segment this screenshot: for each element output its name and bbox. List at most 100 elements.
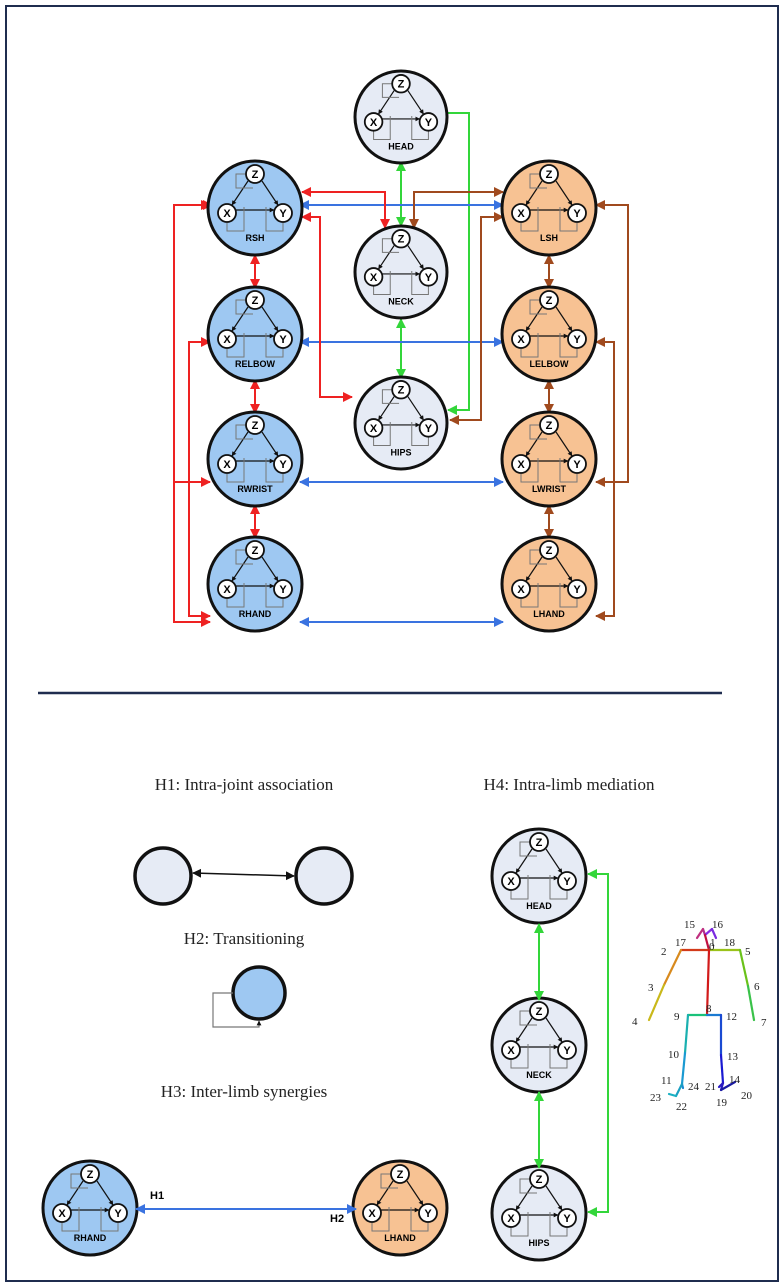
h1-title: H1: Intra-joint association — [155, 775, 334, 794]
node-head-var-y-label: Y — [425, 117, 433, 129]
edge-lsh-lwrist — [595, 200, 629, 487]
h4-node-head-var-x — [501, 871, 521, 891]
keypoint-label-20: 20 — [741, 1090, 753, 1102]
node-relbow-var-z-label: Z — [252, 295, 259, 307]
node-neck-loop-y — [411, 271, 429, 296]
bone-3-4 — [647, 983, 666, 1022]
node-head-arrow-zy — [407, 90, 425, 115]
node-rhand-loop-x — [226, 583, 245, 608]
node-neck-var-x-label: X — [370, 272, 378, 284]
edge-rsh-hips — [301, 212, 353, 402]
h4-node-neck-var-x — [501, 1040, 521, 1060]
node-lsh-arrow-zx — [525, 180, 543, 206]
node-lwrist-var-z — [539, 415, 559, 435]
node-lwrist-label: LWRIST — [532, 484, 566, 494]
node-lelbow-loop-z — [529, 299, 547, 315]
node-rsh-loop-y — [265, 207, 284, 232]
h4-node-hips-loop-z — [519, 1178, 537, 1194]
h3-node-lhand-loop-z — [380, 1173, 398, 1189]
h3-node-lhand-var-x-label: X — [368, 1208, 376, 1220]
bone-2-3 — [662, 948, 683, 987]
node-neck-loop-x — [373, 271, 391, 296]
node-hips-arrow-zy — [407, 396, 425, 421]
node-neck-arrow-zy — [407, 245, 425, 270]
node-relbow-var-y-label: Y — [279, 334, 287, 346]
node-relbow-var-y — [273, 329, 293, 349]
node-lhand-label: LHAND — [533, 609, 565, 619]
node-lelbow-loop-y — [559, 333, 578, 358]
keypoint-label-21: 21 — [705, 1081, 716, 1093]
bone-6-7 — [746, 984, 756, 1022]
node-lhand-var-z-label: Z — [546, 545, 553, 557]
node-head-label: HEAD — [388, 141, 414, 151]
node-lhand-arrow-zx — [525, 556, 543, 582]
node-lhand-var-x-label: X — [517, 584, 525, 596]
h3-node-lhand-var-z — [390, 1164, 410, 1184]
h3-node-lhand-loop-x — [371, 1207, 390, 1232]
bone-0-16 — [703, 927, 714, 937]
node-rwrist-var-z — [245, 415, 265, 435]
h2-title: H2: Transitioning — [184, 929, 305, 948]
h3-node-rhand-var-x-label: X — [58, 1208, 66, 1220]
node-lelbow-var-y-label: Y — [573, 334, 581, 346]
node-lwrist-var-x — [511, 454, 531, 474]
h2-self-loop — [212, 992, 262, 1028]
h4-node-hips-loop-y — [549, 1212, 568, 1237]
h4-node-neck-var-z-label: Z — [536, 1006, 543, 1018]
keypoint-label-16: 16 — [712, 919, 724, 931]
node-rhand-loop-y — [265, 583, 284, 608]
keypoint-label-13: 13 — [727, 1051, 739, 1063]
node-lhand-loop-z — [529, 549, 547, 565]
node-relbow-var-x — [217, 329, 237, 349]
node-lsh-var-x-label: X — [517, 208, 525, 220]
node-rhand-var-y-label: Y — [279, 584, 287, 596]
node-rwrist-var-y-label: Y — [279, 459, 287, 471]
node-neck-var-y — [418, 267, 439, 287]
keypoint-label-2: 2 — [661, 946, 667, 958]
node-neck-arrow-zx — [377, 245, 395, 270]
node-lhand-loop-y — [559, 583, 578, 608]
node-neck-var-y-label: Y — [425, 272, 433, 284]
h3-label-b: H2 — [330, 1213, 344, 1225]
h4-node-head-label: HEAD — [526, 901, 552, 911]
h3-node-rhand-var-y — [108, 1203, 128, 1223]
edge-lelbow-lhand — [595, 337, 615, 621]
node-relbow-var-x-label: X — [223, 334, 231, 346]
h3-node-rhand-var-x — [52, 1203, 72, 1223]
bone-16-18 — [710, 927, 718, 940]
h3-node-rhand-arrow-zy — [96, 1180, 114, 1206]
node-relbow-loop-y — [265, 333, 284, 358]
node-lwrist-arrow-zy — [555, 431, 573, 457]
node-rsh-label: RSH — [245, 233, 264, 243]
h3-node-lhand-var-x — [362, 1203, 382, 1223]
h3-node-lhand-var-y — [418, 1203, 438, 1223]
keypoint-label-15: 15 — [684, 919, 696, 931]
h4-edges — [534, 869, 609, 1217]
node-lelbow-arrow-zy — [555, 306, 573, 332]
h3-node-rhand-var-y-label: Y — [114, 1208, 122, 1220]
bone-5-6 — [738, 948, 750, 988]
keypoint-label-4: 4 — [632, 1016, 638, 1028]
keypoint-label-6: 6 — [754, 981, 760, 993]
h4-node-head-var-y — [557, 871, 577, 891]
bone-0-1 — [703, 933, 711, 952]
top-graph-edges — [173, 108, 629, 627]
node-head-var-z — [391, 74, 411, 94]
node-hips-var-y — [418, 418, 439, 438]
h4-node-head-var-z — [529, 832, 549, 852]
node-neck-label: NECK — [388, 296, 414, 306]
h4-node-neck-arrow-zx — [515, 1017, 533, 1043]
node-lsh-var-y-label: Y — [573, 208, 581, 220]
node-hips-var-z — [391, 380, 411, 400]
